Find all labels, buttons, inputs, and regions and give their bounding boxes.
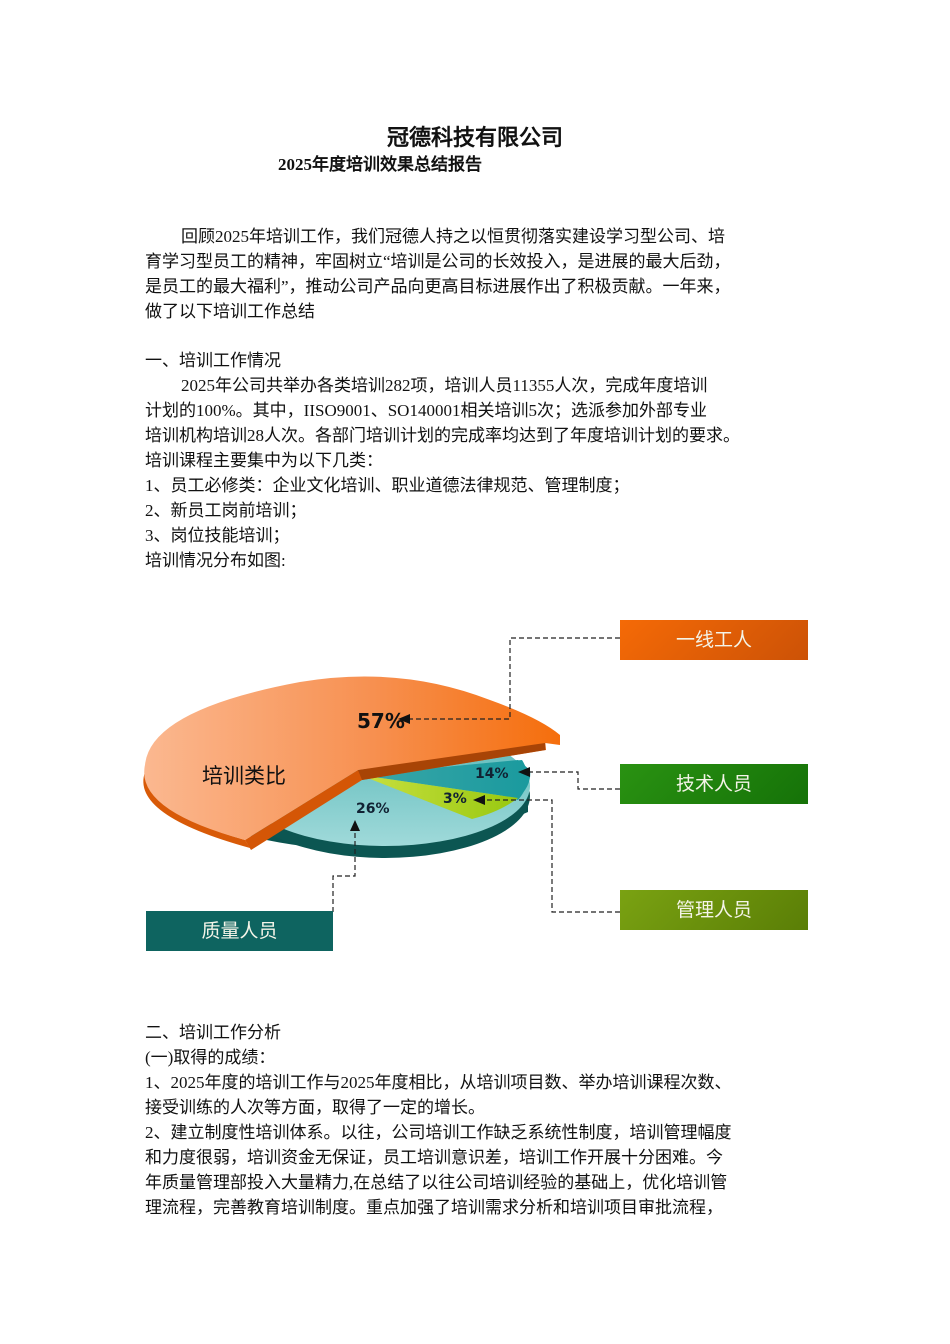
body-line: 计划的100%。其中，IISO9001、SO140001相关培训5次；选派参加外… <box>145 401 707 420</box>
body-line: 理流程，完善教育培训制度。重点加强了培训需求分析和培训项目审批流程， <box>145 1198 723 1217</box>
intro-paragraph: 回顾2025年培训工作，我们冠德人持之以恒贯彻落实建设学习型公司、培 育学习型员… <box>145 224 820 324</box>
section-heading: 一、培训工作情况 <box>145 351 281 370</box>
section-heading: 二、培训工作分析 <box>145 1023 281 1042</box>
body-line: 培训情况分布如图: <box>145 551 286 570</box>
slice-front-line-workers <box>144 676 560 840</box>
callout-label: 管理人员 <box>675 899 752 921</box>
body-line: 年质量管理部投入大量精力,在总结了以往公司培训经验的基础上，优化培训管 <box>145 1173 728 1192</box>
section-2: 二、培训工作分析 (一)取得的成绩： 1、2025年度的培训工作与2025年度相… <box>145 1020 820 1220</box>
callout-label: 质量人员 <box>201 920 278 942</box>
callout-quality: 质量人员 <box>146 911 333 957</box>
subsection-heading: (一)取得的成绩： <box>145 1048 276 1067</box>
body-line: 2、建立制度性培训体系。以往，公司培训工作缺乏系统性制度，培训管理幅度 <box>145 1123 732 1142</box>
callout-label: 技术人员 <box>675 773 752 795</box>
slice-managers <box>360 775 518 819</box>
callout-front-line-workers: 一线工人 <box>620 620 808 666</box>
label-14: 14% <box>475 766 509 782</box>
section-1: 一、培训工作情况 2025年公司共举办各类培训282项，培训人员11355人次，… <box>145 348 820 573</box>
intro-line: 回顾2025年培训工作，我们冠德人持之以恒贯彻落实建设学习型公司、培 <box>181 227 725 246</box>
body-line: 接受训练的人次等方面，取得了一定的增长。 <box>145 1098 485 1117</box>
label-26: 26% <box>356 801 390 817</box>
company-title: 冠德科技有限公司 <box>386 126 563 151</box>
intro-line: 做了以下培训工作总结 <box>145 302 315 321</box>
intro-line: 是员工的最大福利”，推动公司产品向更高目标进展作出了积极贡献。一年来， <box>145 277 731 296</box>
body-line: 培训课程主要集中为以下几类： <box>145 451 383 470</box>
list-item: 3、岗位技能培训； <box>145 526 290 545</box>
chart-center-title: 培训类比 <box>202 764 286 788</box>
list-item: 1、员工必修类：企业文化培训、职业道德法律规范、管理制度； <box>145 476 630 495</box>
callout-label: 一线工人 <box>675 629 752 651</box>
label-3: 3% <box>443 791 467 807</box>
leader-lines <box>332 637 620 913</box>
pie-chart-graphic: 57% 培训类比 14% 3% 26% <box>143 637 620 913</box>
body-line: 和力度很弱，培训资金无保证，员工培训意识差，培训工作开展十分困难。今 <box>145 1148 723 1167</box>
body-line: 1、2025年度的培训工作与2025年度相比，从培训项目数、举办培训课程次数、 <box>145 1073 732 1092</box>
arrow-heads <box>350 714 530 831</box>
label-57: 57% <box>357 709 405 733</box>
list-item: 2、新员工岗前培训； <box>145 501 307 520</box>
report-title: 2025年度培训效果总结报告 <box>278 155 482 174</box>
body-line: 培训机构培训28人次。各部门培训计划的完成率均达到了年度培训计划的要求。 <box>145 426 740 445</box>
callout-managers: 管理人员 <box>620 890 808 936</box>
training-distribution-chart: 57% 培训类比 14% 3% 26% 一线工人 技术人员 管理人 <box>130 600 830 980</box>
callout-technicians: 技术人员 <box>620 764 808 810</box>
intro-line: 育学习型员工的精神，牢固树立“培训是公司的长效投入，是进展的最大后劲， <box>145 252 731 271</box>
body-line: 2025年公司共举办各类培训282项，培训人员11355人次，完成年度培训 <box>181 376 708 395</box>
